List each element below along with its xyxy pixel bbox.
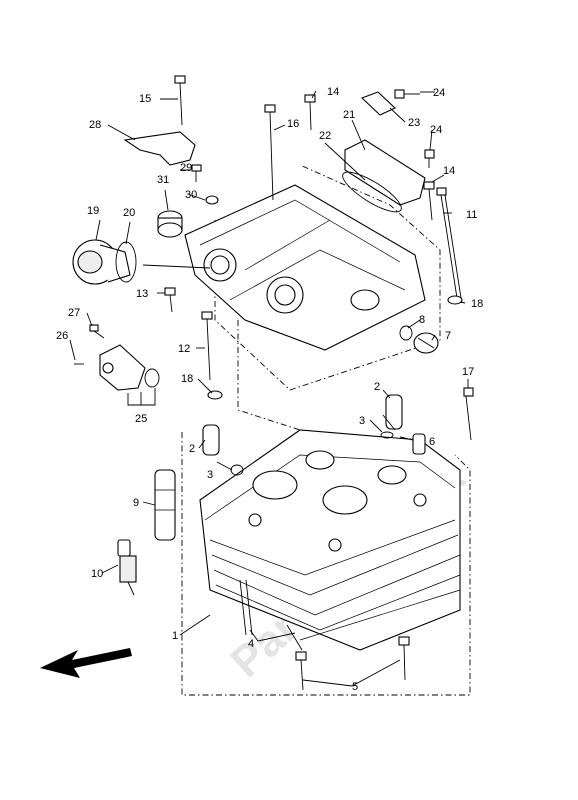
bracket-28	[123, 131, 196, 166]
callout-23: 23	[408, 117, 420, 129]
stud-17	[463, 387, 474, 441]
callout-21: 21	[343, 109, 355, 121]
bolt-16	[264, 104, 276, 201]
washer-30	[205, 195, 219, 205]
callout-14b: 14	[443, 165, 455, 177]
callout-20: 20	[123, 207, 135, 219]
callout-28: 28	[89, 119, 101, 131]
bolt-5b	[398, 636, 410, 681]
bolt-14b	[423, 181, 435, 221]
clip-3b	[230, 464, 244, 476]
valve-guide-2b	[202, 424, 220, 456]
bolt-12	[201, 311, 213, 381]
callout-3b: 3	[207, 469, 213, 481]
leader-lines	[69, 90, 469, 687]
callout-1: 1	[172, 630, 178, 642]
callout-2b: 2	[189, 443, 195, 455]
spark-plug-10	[117, 539, 137, 596]
washer-18a	[447, 295, 463, 305]
callout-12: 12	[178, 343, 190, 355]
stud-4a	[239, 579, 253, 636]
callout-8: 8	[419, 314, 425, 326]
callout-15: 15	[139, 93, 151, 105]
callout-26: 26	[56, 330, 68, 342]
bracket-23	[360, 91, 396, 116]
bolt-27	[89, 324, 105, 339]
callout-labels: 1 2 2 3 3 4 5 6 7 8 9 10 11 12 13 14 14 …	[56, 86, 483, 693]
callout-25: 25	[135, 413, 147, 425]
callout-18b: 18	[181, 373, 193, 385]
o-ring-22	[342, 171, 402, 213]
callout-2a: 2	[374, 381, 380, 393]
dowel-pipe-9	[154, 469, 176, 541]
tensioner-boundary	[237, 320, 301, 431]
stud-11	[436, 187, 462, 299]
callout-17: 17	[462, 366, 474, 378]
callout-30: 30	[185, 189, 197, 201]
stud-4b	[286, 624, 303, 651]
cylinder-head-boundary	[181, 432, 471, 696]
bolt-24a	[394, 89, 420, 99]
callout-3a: 3	[359, 415, 365, 427]
callout-19: 19	[87, 205, 99, 217]
callout-18a: 18	[471, 298, 483, 310]
cover-plate-21	[344, 139, 426, 206]
callout-24b: 24	[430, 124, 442, 136]
callout-5: 5	[352, 681, 358, 693]
callout-11: 11	[466, 209, 477, 221]
head-cover-boundary	[214, 164, 441, 391]
callout-24a: 24	[433, 87, 445, 99]
front-direction-arrow-icon	[40, 648, 132, 678]
plug-31	[157, 210, 183, 238]
o-ring-8	[399, 325, 413, 341]
cylinder-head-cover	[184, 184, 426, 351]
callout-22: 22	[319, 130, 331, 142]
clip-3a	[380, 431, 394, 439]
dowel-pin-6	[412, 433, 426, 455]
valve-guide-2a	[385, 394, 403, 430]
bolt-14a	[304, 94, 316, 131]
cam-chain-tensioner-25	[99, 344, 160, 391]
bolt-5a	[295, 651, 307, 691]
callout-10: 10	[91, 568, 103, 580]
callout-31: 31	[157, 174, 169, 186]
bolt-24b	[424, 149, 435, 168]
bolt-13	[164, 287, 176, 313]
callout-16: 16	[287, 118, 299, 130]
callout-6: 6	[429, 436, 435, 448]
callout-7: 7	[445, 330, 451, 342]
callout-4: 4	[248, 638, 254, 650]
bolt-15	[174, 75, 186, 126]
callout-13: 13	[136, 288, 148, 300]
callout-29: 29	[180, 162, 192, 174]
screw-29	[191, 164, 202, 182]
callout-27: 27	[68, 307, 80, 319]
plug-7	[413, 332, 439, 354]
callout-14a: 14	[327, 86, 339, 98]
washer-18b	[207, 390, 223, 400]
cylinder-head	[199, 429, 461, 651]
callout-9: 9	[133, 497, 139, 509]
cap-19	[72, 239, 131, 285]
